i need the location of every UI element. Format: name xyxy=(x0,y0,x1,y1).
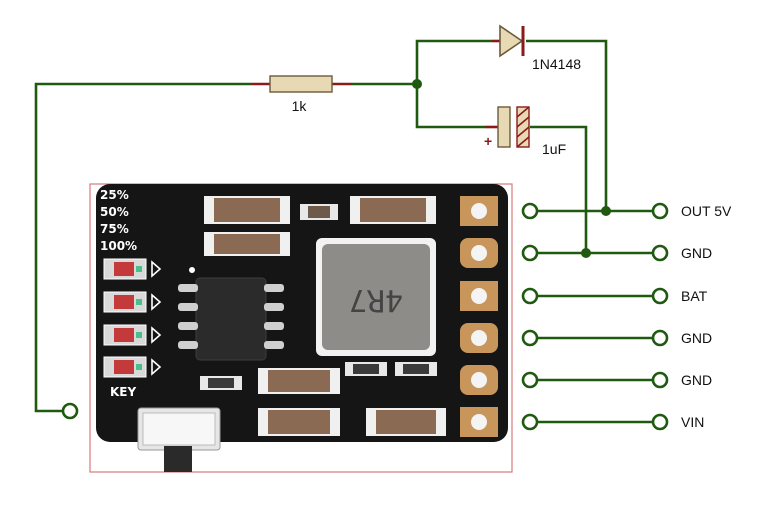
led-3 xyxy=(103,324,162,346)
wire-key-to-resistor xyxy=(34,82,252,413)
key-label: KEY xyxy=(110,385,136,399)
junction-node-rdc xyxy=(412,79,422,89)
ic-chip xyxy=(178,267,284,361)
terminal-left-2 xyxy=(521,244,539,262)
pin-label-6: VIN xyxy=(681,414,704,430)
terminal-right-3 xyxy=(651,287,669,305)
terminal-right-5 xyxy=(651,371,669,389)
terminals xyxy=(61,202,669,431)
junction-out xyxy=(601,206,611,216)
capacitor-symbol xyxy=(485,106,530,148)
key-switch xyxy=(137,407,221,472)
level-label-25: 25% xyxy=(100,188,129,202)
pin-label-5: GND xyxy=(681,372,712,388)
board-body xyxy=(96,184,508,442)
wire-diode-to-out xyxy=(526,39,608,211)
pad-2 xyxy=(460,238,498,268)
level-leds xyxy=(103,258,162,378)
board-pads xyxy=(460,196,498,437)
terminal-right-1 xyxy=(651,202,669,220)
capacitor-label: 1uF xyxy=(542,141,566,157)
wire-node-to-capacitor xyxy=(415,84,485,129)
led-2 xyxy=(103,291,162,313)
pad-6 xyxy=(460,407,498,437)
terminal-right-2 xyxy=(651,244,669,262)
wires xyxy=(34,39,652,424)
inductor: 4R7 xyxy=(316,238,436,356)
pin-label-1: OUT 5V xyxy=(681,203,732,219)
pad-5 xyxy=(460,365,498,395)
wire-node-to-diode xyxy=(415,39,492,84)
smd-components xyxy=(200,196,446,436)
pad-1 xyxy=(460,196,498,226)
terminal-left-5 xyxy=(521,371,539,389)
diode-symbol xyxy=(492,24,525,58)
diode-label: 1N4148 xyxy=(532,56,581,72)
terminal-right-4 xyxy=(651,329,669,347)
led-1 xyxy=(103,258,162,280)
pin-label-3: BAT xyxy=(681,288,708,304)
level-label-100: 100% xyxy=(100,239,137,253)
pin-label-2: GND xyxy=(681,245,712,261)
charger-module-board: 25% 50% 75% 100% KEY xyxy=(89,183,513,473)
terminal-left-6 xyxy=(521,413,539,431)
terminal-left-1 xyxy=(521,202,539,220)
inductor-marking: 4R7 xyxy=(349,282,403,317)
terminal-left-4 xyxy=(521,329,539,347)
led-4 xyxy=(103,356,162,378)
pin-label-4: GND xyxy=(681,330,712,346)
resistor-label: 1k xyxy=(292,98,308,114)
level-label-75: 75% xyxy=(100,222,129,236)
capacitor-polarity: + xyxy=(484,133,492,149)
terminal-key xyxy=(61,402,79,420)
resistor-symbol xyxy=(252,75,352,93)
terminal-left-3 xyxy=(521,287,539,305)
terminal-right-6 xyxy=(651,413,669,431)
level-label-50: 50% xyxy=(100,205,129,219)
junction-gnd xyxy=(581,248,591,258)
pad-4 xyxy=(460,323,498,353)
pad-3 xyxy=(460,281,498,311)
